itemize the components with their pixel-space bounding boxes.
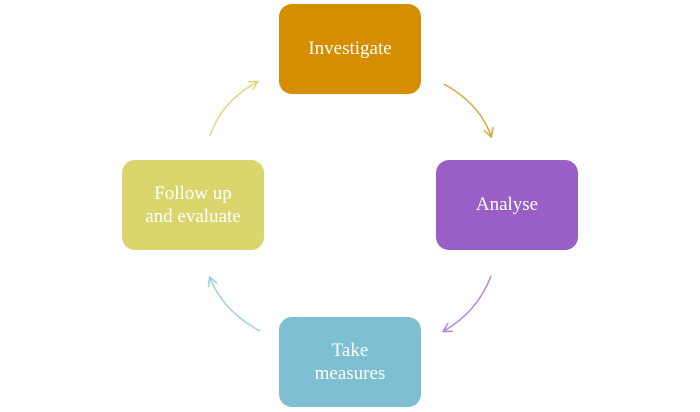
follow-up-and-evaluate-label: Follow up and evaluate <box>145 182 241 227</box>
investigate-box: Investigate <box>279 4 421 94</box>
arrow-follow-up-to-investigate <box>209 82 257 137</box>
take-measures-label: Take measures <box>314 339 386 384</box>
analyse-label: Analyse <box>475 194 539 216</box>
arrow-analyse-to-take-measures <box>444 275 492 331</box>
follow-up-and-evaluate-box: Follow up and evaluate <box>122 160 264 250</box>
analyse-box: Analyse <box>436 160 578 250</box>
arrow-take-measures-to-follow-up <box>210 278 261 332</box>
arrow-investigate-to-analyse <box>443 83 491 136</box>
investigate-label: Investigate <box>308 38 392 60</box>
take-measures-box: Take measures <box>279 317 421 407</box>
